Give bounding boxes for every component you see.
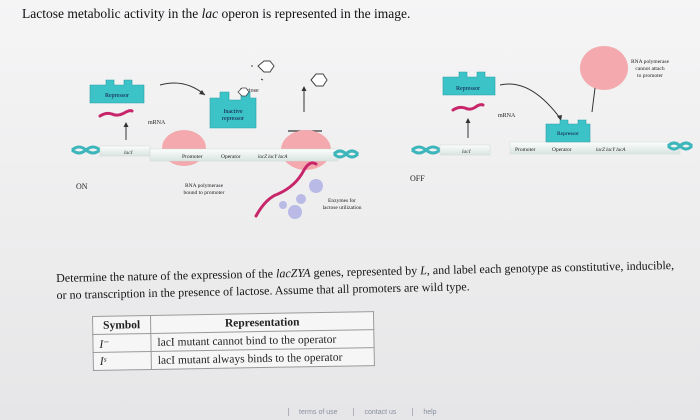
off-state-label: OFF [410,174,425,183]
bound-repressor-icon [545,119,591,143]
operon-dna [509,141,681,155]
operon-dna [149,148,339,162]
off-promoter-label: Promoter [515,147,536,153]
mrna-icon [451,103,485,112]
blocked-arrow-icon [591,87,596,113]
lactose-icon [310,73,328,87]
inactive-repressor-label-2: repressor [222,116,244,122]
off-repressor-label: Repressor [456,86,480,92]
question-text: Determine the nature of the expression o… [56,258,675,302]
on-mrna-label: mRNA [148,120,166,126]
footer-link-terms[interactable]: terms of use [299,408,338,416]
off-repressor-bound-label: Repressor [557,131,579,137]
on-rna-pol-label-1: RNA polymerase [185,183,224,189]
on-panel: Repressor Lactose Inactive repressor [71,60,362,219]
dna-helix-icon [666,141,694,151]
off-genes-label: lacZ lacY lacA [596,148,626,153]
inactive-repressor-label-1: Inactive [223,109,243,115]
on-laci-label: lacI [124,150,134,156]
footer-links: terms of use contact us help [288,408,451,416]
lac-operon-diagram: Repressor Lactose Inactive repressor [71,46,694,219]
footer-link-help[interactable]: help [423,408,437,416]
on-genes-label: lacZ lacY lacA [258,155,288,160]
off-operator-label: Operator [552,147,572,153]
dna-helix-icon [332,149,360,159]
mrna-icon [254,161,318,218]
table-cell-symbol: Iˢ [93,351,152,371]
arrow-icon [499,83,561,119]
enzymes-icon [279,179,323,219]
table-cell-representation: lacI mutant always binds to the operator [151,347,375,370]
on-promoter-label: Promoter [182,154,203,160]
on-operator-label: Operator [221,154,241,160]
table-header: Symbol [92,315,151,335]
repressor-icon [89,79,145,104]
dna-helix-icon [71,145,101,155]
laci-gene [439,144,491,156]
off-rna-pol-label-3: to promoter [637,73,663,79]
enzymes-label-2: lactose utilization [323,205,362,211]
dna-helix-icon [411,145,441,155]
enzymes-label-1: Enzymes for [328,197,356,204]
table-row: Iˢ lacI mutant always binds to the opera… [93,347,375,371]
off-panel: Repressor mRNA lacI Promoter Operator la… [410,46,694,183]
on-rna-pol-label-2: bound to promoter [184,190,225,196]
footer-link-contact[interactable]: contact us [364,408,397,416]
arrow-icon [159,82,206,96]
inactive-repressor-icon [209,87,257,129]
off-rna-pol-label-2: cannot attach [635,66,664,72]
repressor-icon [442,71,496,96]
arrowhead-icon [199,90,205,95]
table-cell-symbol: I⁻ [92,333,152,353]
off-rna-pol-label-1: RNA polymerase [631,59,670,65]
on-state-label: ON [76,182,88,191]
on-repressor-label: Repressor [105,93,129,99]
lactose-icon [257,60,275,73]
rna-polymerase-icon [580,46,628,90]
mrna-icon [98,109,134,118]
question-title: Lactose metabolic activity in the lac op… [22,6,411,21]
lactose-label: Lactose [240,88,259,94]
off-mrna-label: mRNA [498,113,516,119]
symbol-table: Symbol Representation I⁻ lacI mutant can… [92,311,375,371]
off-laci-label: lacI [462,149,472,155]
